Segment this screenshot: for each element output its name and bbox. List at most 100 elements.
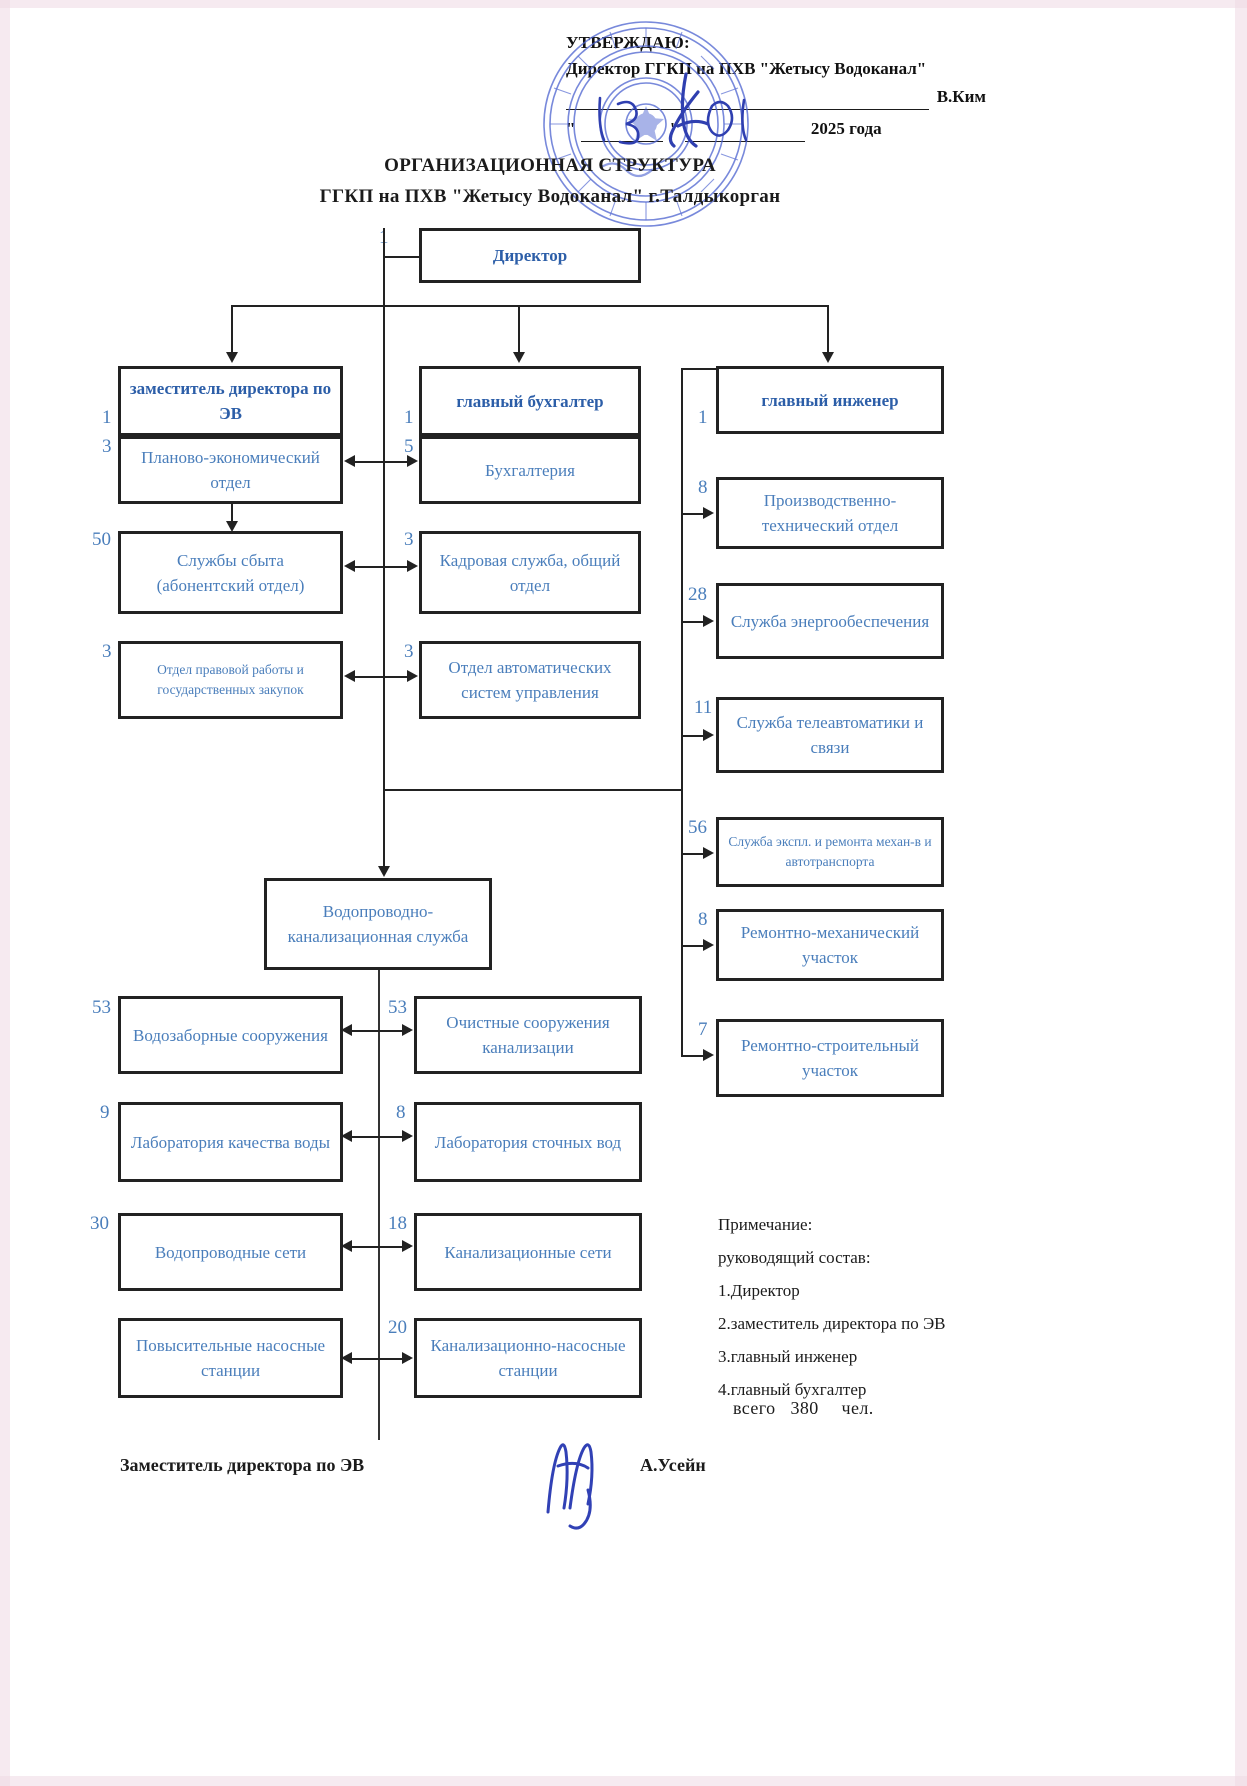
node-wastewater-lab[interactable]: Лаборатория сточных вод	[414, 1102, 642, 1182]
arrow-sales-in	[344, 560, 355, 572]
node-planning-department-label: Планово-экономический отдел	[141, 448, 320, 492]
scan-edge-bottom	[0, 1776, 1247, 1786]
node-chief-accountant[interactable]: главный бухгалтер	[419, 366, 641, 436]
approval-word: УТВЕРЖДАЮ:	[566, 33, 690, 52]
arrow-hr-in	[407, 560, 418, 572]
approval-year: 2025 года	[810, 119, 882, 138]
scan-edge-right	[1235, 0, 1247, 1786]
arrow-mech-repair	[703, 939, 714, 951]
vks-drop	[383, 789, 385, 869]
node-acs-department[interactable]: Отдел автоматических систем управления	[419, 641, 641, 719]
arrow-accountant	[513, 352, 525, 363]
engineer-bus-top	[681, 368, 719, 370]
node-deputy-director[interactable]: заместитель директора по ЭВ	[118, 366, 343, 436]
arrow-booster-in	[341, 1352, 352, 1364]
signature-name: А.Усейн	[640, 1455, 706, 1475]
approval-signer-row: В.Ким	[566, 84, 986, 110]
page-title: ОРГАНИЗАЦИОННАЯ СТРУКТУРА ГГКП на ПХВ "Ж…	[0, 150, 1100, 212]
link-labs	[348, 1136, 410, 1138]
approval-block: УТВЕРЖДАЮ: Директор ГГКП на ПХВ "Жетысу …	[566, 30, 986, 142]
engineer-bus	[681, 368, 683, 1056]
node-mechanical-repair[interactable]: Ремонтно-механический участок	[716, 909, 944, 981]
signature-title: Заместитель директора по ЭВ	[120, 1455, 365, 1475]
total-unit: чел.	[841, 1398, 874, 1418]
arrow-deputy	[226, 352, 238, 363]
node-sewer-networks[interactable]: Канализационные сети	[414, 1213, 642, 1291]
arrow-energy	[703, 615, 714, 627]
node-telemetry-service[interactable]: Служба телеавтоматики и связи	[716, 697, 944, 773]
deputy-to-sales	[231, 504, 233, 526]
total-label: всего	[733, 1398, 776, 1418]
node-water-lab-label: Лаборатория качества воды	[130, 1132, 331, 1152]
node-sales-service[interactable]: Службы сбыта (абонентский отдел)	[118, 531, 343, 614]
link-engineer-to-vks	[383, 789, 682, 791]
count-transport-service: 56	[688, 817, 707, 838]
vks-child-spine	[378, 970, 380, 1440]
node-hr-general[interactable]: Кадровая служба, общий отдел	[419, 531, 641, 614]
count-chief-accountant: 1	[404, 407, 414, 428]
node-sewage-treatment[interactable]: Очистные сооружения канализации	[414, 996, 642, 1074]
arrow-waste-lab-in	[402, 1130, 413, 1142]
node-pto[interactable]: Производственно-технический отдел	[716, 477, 944, 549]
arrow-telemetry	[703, 729, 714, 741]
count-water-lab: 9	[100, 1102, 110, 1123]
node-sewer-networks-label: Канализационные сети	[444, 1242, 612, 1262]
count-acs-department: 3	[404, 641, 414, 662]
notes-item-3: 3.главный инженер	[718, 1347, 858, 1366]
node-legal-procurement[interactable]: Отдел правовой работы и государственных …	[118, 641, 343, 719]
branch-pto	[681, 513, 706, 515]
quote-close: "	[669, 119, 679, 138]
drop-accountant	[518, 305, 520, 355]
day-rule	[581, 125, 664, 142]
count-sewer-pumps: 20	[388, 1317, 407, 1338]
node-sewer-pumps[interactable]: Канализационно-насосные станции	[414, 1318, 642, 1398]
quote-open: "	[566, 119, 576, 138]
director-bus	[231, 305, 828, 307]
node-chief-accountant-label: главный бухгалтер	[456, 391, 604, 411]
node-booster-pumps[interactable]: Повысительные насосные станции	[118, 1318, 343, 1398]
link-intake-treatment	[348, 1030, 410, 1032]
node-water-sewer-service[interactable]: Водопроводно-канализационная служба	[264, 878, 492, 970]
node-sales-service-label: Службы сбыта (абонентский отдел)	[156, 550, 305, 595]
node-transport-service-label: Служба экспл. и ремонта механ-в и автотр…	[728, 834, 932, 869]
node-telemetry-service-label: Служба телеавтоматики и связи	[736, 713, 924, 757]
node-pto-label: Производственно-технический отдел	[761, 491, 899, 535]
node-energy-service[interactable]: Служба энергообеспечения	[716, 583, 944, 659]
node-wastewater-lab-label: Лаборатория сточных вод	[434, 1132, 622, 1152]
node-water-lab[interactable]: Лаборатория качества воды	[118, 1102, 343, 1182]
node-water-networks[interactable]: Водопроводные сети	[118, 1213, 343, 1291]
approval-date-row: " " 2025 года	[566, 116, 986, 142]
count-construction-repair: 7	[698, 1019, 708, 1040]
signature-rule	[566, 93, 929, 110]
count-planning-department: 3	[102, 436, 112, 457]
node-mechanical-repair-label: Ремонтно-механический участок	[740, 923, 920, 967]
node-director[interactable]: Директор	[419, 228, 641, 283]
node-sewer-pumps-label: Канализационно-насосные станции	[430, 1336, 626, 1380]
arrow-transport	[703, 847, 714, 859]
node-planning-department[interactable]: Планово-экономический отдел	[118, 436, 343, 504]
handwritten-signature-bottom	[546, 1443, 594, 1530]
node-accounting[interactable]: Бухгалтерия	[419, 436, 641, 504]
arrow-build-repair	[703, 1049, 714, 1061]
arrow-sewer-net-in	[402, 1240, 413, 1252]
node-construction-repair[interactable]: Ремонтно-строительный участок	[716, 1019, 944, 1097]
arrow-engineer	[822, 352, 834, 363]
notes-block: Примечание: руководящий состав: 1.Директ…	[718, 1208, 1138, 1406]
node-acs-department-label: Отдел автоматических систем управления	[448, 658, 612, 702]
notes-subheading: руководящий состав:	[718, 1248, 871, 1267]
count-telemetry-service: 11	[694, 697, 713, 718]
node-water-intake[interactable]: Водозаборные сооружения	[118, 996, 343, 1074]
node-water-sewer-service-label: Водопроводно-канализационная служба	[287, 902, 469, 946]
node-chief-engineer[interactable]: главный инженер	[716, 366, 944, 434]
count-hr-general: 3	[404, 529, 414, 550]
link-networks	[348, 1246, 410, 1248]
drop-deputy	[231, 305, 233, 355]
title-line-2: ГГКП на ПХВ "Жетысу Водоканал" г.Талдыко…	[319, 186, 781, 207]
count-water-networks: 30	[90, 1213, 109, 1234]
node-transport-service[interactable]: Служба экспл. и ремонта механ-в и автотр…	[716, 817, 944, 887]
count-legal-procurement: 3	[102, 641, 112, 662]
scan-edge-left	[0, 0, 10, 1786]
notes-item-1: 1.Директор	[718, 1281, 800, 1300]
count-sewage-treatment: 53	[388, 997, 407, 1018]
